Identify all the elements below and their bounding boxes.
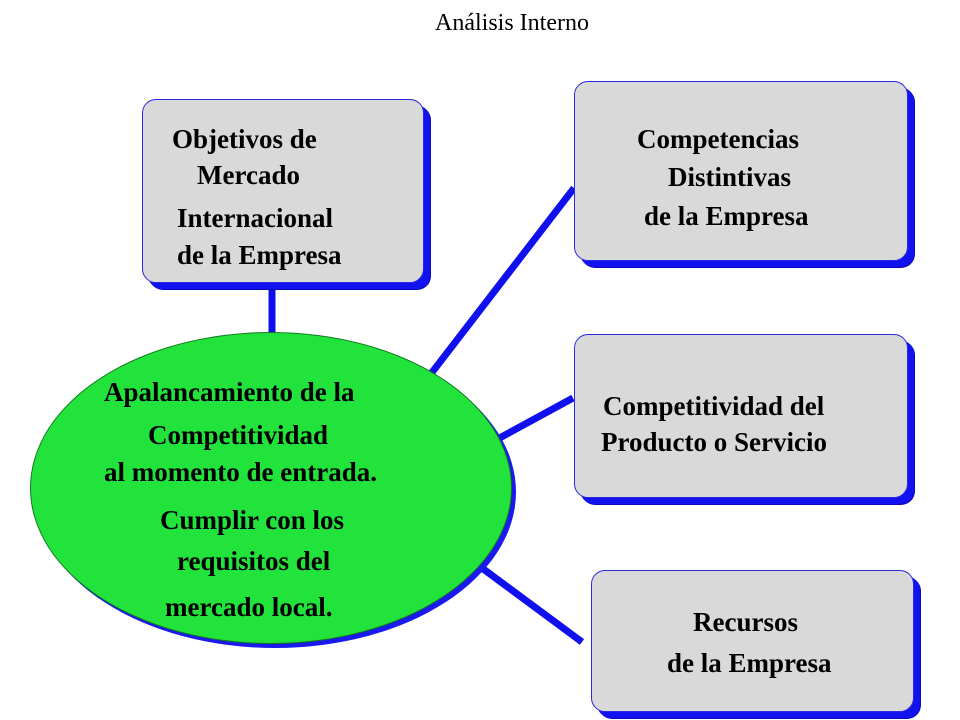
center-line-5: requisitos del	[177, 546, 331, 576]
center-ellipse	[30, 332, 512, 644]
recursos-box: Recursos de la Empresa	[591, 570, 914, 712]
objetivos-line-1: Objetivos de	[172, 124, 317, 154]
center-line-3: al momento de entrada.	[104, 457, 377, 487]
objetivos-line-3: Internacional	[177, 203, 334, 233]
objetivos-box: Objetivos de Mercado Internacional de la…	[142, 99, 424, 283]
center-line-2: Competitividad	[148, 420, 329, 450]
competitividad-line-2: Producto o Servicio	[601, 427, 827, 457]
competitividad-line-1: Competitividad del	[603, 391, 825, 421]
center-line-6: mercado local.	[165, 592, 333, 622]
competencias-line-3: de la Empresa	[644, 201, 809, 231]
objetivos-line-4: de la Empresa	[177, 240, 342, 270]
competencias-box: Competencias Distintivas de la Empresa	[574, 81, 908, 261]
diagram-title: Análisis Interno	[435, 10, 589, 36]
competitividad-box: Competitividad del Producto o Servicio	[574, 334, 908, 498]
recursos-line-2: de la Empresa	[667, 648, 832, 678]
recursos-line-1: Recursos	[693, 607, 798, 637]
competencias-line-1: Competencias	[637, 124, 799, 154]
center-line-1: Apalancamiento de la	[104, 377, 355, 407]
center-line-4: Cumplir con los	[160, 505, 345, 535]
competencias-line-2: Distintivas	[668, 162, 792, 192]
objetivos-line-2: Mercado	[197, 160, 300, 190]
connector-competitividad	[492, 394, 575, 445]
connector-competencias	[417, 185, 577, 391]
